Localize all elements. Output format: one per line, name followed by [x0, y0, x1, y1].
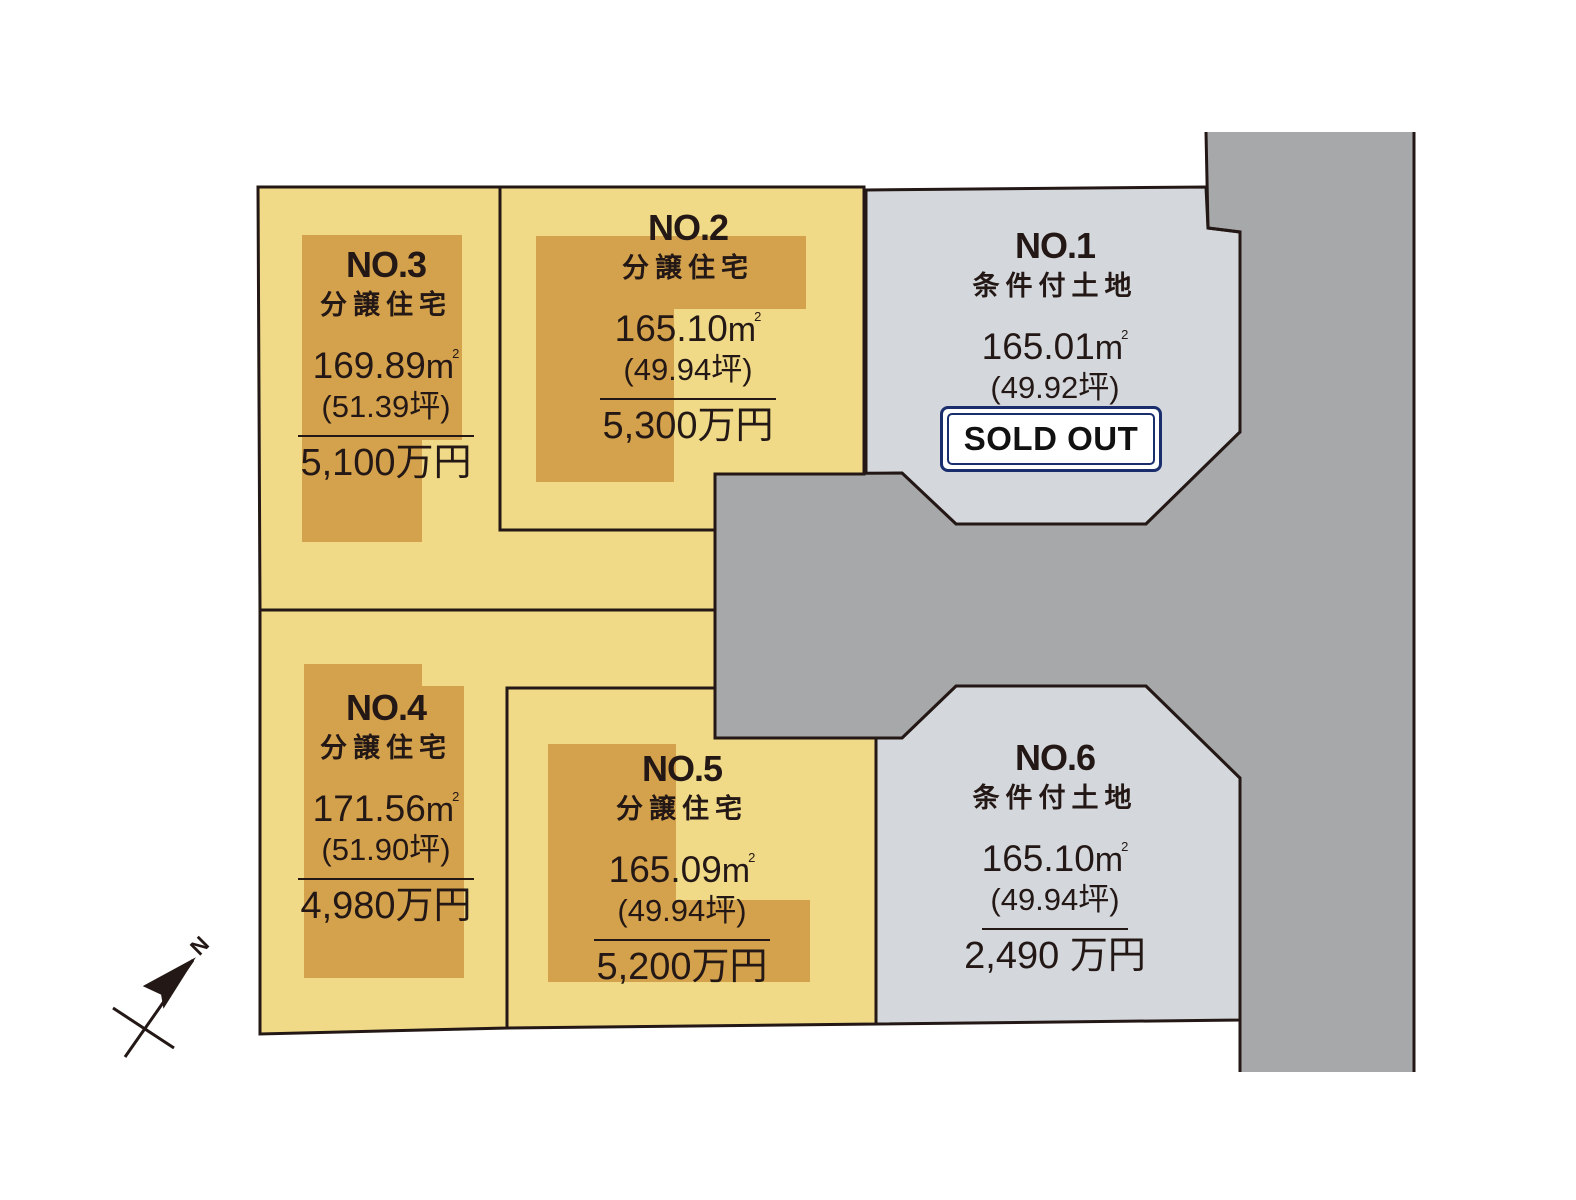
lot-area: 165.10m2 [981, 838, 1129, 879]
lot-6-label: NO.6 条件付土地 165.10m2 (49.94坪) 2,490 万円 [955, 737, 1155, 980]
sold-out-label: SOLD OUT [947, 413, 1155, 465]
price-divider [982, 928, 1128, 930]
lot-area: 171.56m2 [312, 788, 460, 829]
lot-price: 4,980万円 [300, 885, 472, 927]
lot-tsubo: (49.92坪) [990, 370, 1120, 405]
lot-number: NO.4 [345, 687, 427, 728]
price-divider [298, 435, 474, 437]
lot-area: 165.09m2 [608, 849, 756, 890]
lot-number: NO.5 [641, 748, 723, 789]
sold-out-badge: SOLD OUT [940, 406, 1162, 472]
price-divider [600, 398, 776, 400]
lot-number: NO.2 [647, 207, 729, 248]
lot-number: NO.3 [345, 244, 427, 285]
lot-1-label: NO.1 条件付土地 165.01m2 (49.92坪) [950, 225, 1160, 406]
lot-tsubo: (51.90坪) [321, 832, 451, 867]
lot-3-label: NO.3 分譲住宅 169.89m2 (51.39坪) 5,100万円 [296, 244, 476, 487]
lot-5-building [548, 744, 810, 982]
lot-tsubo: (49.94坪) [623, 352, 753, 387]
price-divider [594, 939, 770, 941]
lot-type: 分譲住宅 [616, 794, 748, 825]
lot-number: NO.6 [1014, 737, 1096, 778]
lot-price: 5,300万円 [602, 405, 774, 447]
price-divider [298, 878, 474, 880]
lot-number: NO.1 [1014, 225, 1096, 266]
lot-tsubo: (51.39坪) [321, 389, 451, 424]
lot-area: 165.01m2 [981, 326, 1129, 367]
lot-type: 条件付土地 [972, 783, 1138, 814]
lot-price: 5,200万円 [596, 946, 768, 988]
main-road [1146, 132, 1414, 1072]
lot-4-label: NO.4 分譲住宅 171.56m2 (51.90坪) 4,980万円 [296, 687, 476, 930]
lot-tsubo: (49.94坪) [990, 882, 1120, 917]
lot-type: 分譲住宅 [622, 253, 754, 284]
lot-price: 5,100万円 [300, 442, 472, 484]
lot-3-building [302, 235, 462, 542]
lot-area: 169.89m2 [312, 345, 460, 386]
north-arrow-icon [112, 957, 196, 1058]
lot-type: 分譲住宅 [320, 290, 452, 321]
lot-area: 165.10m2 [614, 308, 762, 349]
lot-2-label: NO.2 分譲住宅 165.10m2 (49.94坪) 5,300万円 [598, 207, 778, 450]
cul-de-sac-road [715, 432, 1240, 778]
lot-tsubo: (49.94坪) [617, 893, 747, 928]
lot-5-label: NO.5 分譲住宅 165.09m2 (49.94坪) 5,200万円 [592, 748, 772, 991]
lot-type: 分譲住宅 [320, 733, 452, 764]
lot-price: 2,490 万円 [964, 935, 1146, 977]
lot-type: 条件付土地 [972, 271, 1138, 302]
lot-2-building [536, 236, 806, 482]
lot-4-building [304, 664, 464, 978]
